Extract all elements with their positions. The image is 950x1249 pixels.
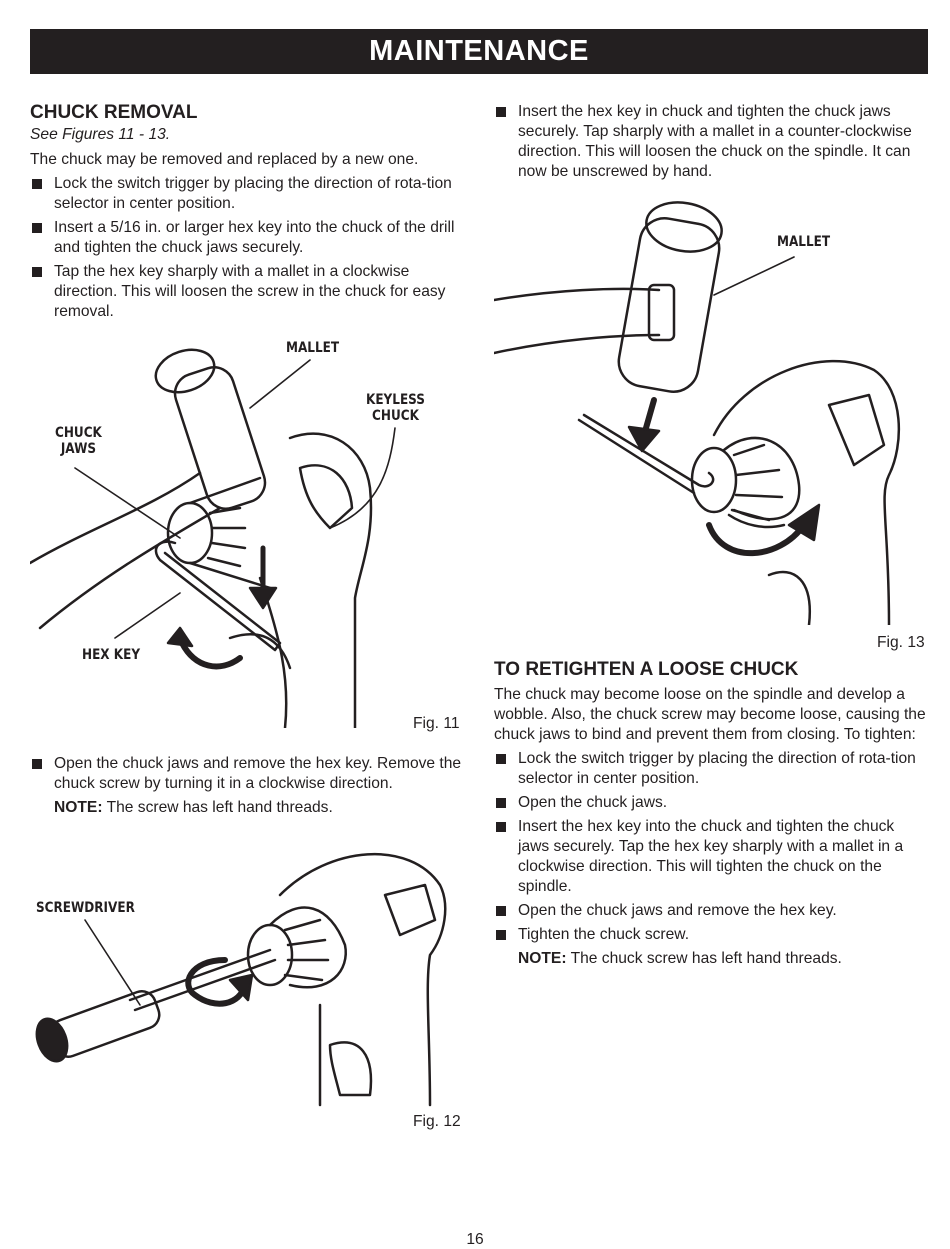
note: NOTE: The screw has left hand threads. <box>30 798 470 818</box>
section-title: MAINTENANCE <box>369 35 589 67</box>
list-item: Open the chuck jaws and remove the hex k… <box>30 754 470 794</box>
bullet-icon <box>496 906 506 916</box>
callout-hex-key: HEX KEY <box>82 647 141 663</box>
list-item: Insert the hex key in chuck and tighten … <box>494 102 928 182</box>
fig13-illustration <box>494 201 901 625</box>
step-text: Tap the hex key sharply with a mallet in… <box>54 263 446 320</box>
fig11-caption: Fig. 11 <box>413 715 460 732</box>
bullet-icon <box>32 759 42 769</box>
retighten-intro: The chuck may become loose on the spindl… <box>494 686 926 743</box>
bullet-icon <box>496 754 506 764</box>
note-label: NOTE: <box>518 950 567 967</box>
callout-keyless-chuck: KEYLESS CHUCK <box>366 392 425 424</box>
bullet-icon <box>32 267 42 277</box>
step-text: Open the chuck jaws. <box>518 794 668 811</box>
bullet-icon <box>32 223 42 233</box>
step-text: Open the chuck jaws and remove the hex k… <box>518 902 837 919</box>
list-item: Tap the hex key sharply with a mallet in… <box>30 262 470 322</box>
bullet-icon <box>32 179 42 189</box>
note-text: The chuck screw has left hand threads. <box>570 950 842 967</box>
fig12-caption: Fig. 12 <box>413 1113 461 1130</box>
step-text: Lock the switch trigger by placing the d… <box>518 750 916 787</box>
list-item: Open the chuck jaws. <box>494 793 928 813</box>
chuck-removal-right: Insert the hex key in chuck and tighten … <box>494 98 928 182</box>
list-item: Lock the switch trigger by placing the d… <box>30 174 470 214</box>
fig12-illustration <box>35 852 447 1107</box>
callout-chuck-jaws: CHUCK JAWS <box>55 425 102 457</box>
list-item: Insert the hex key into the chuck and ti… <box>494 817 928 897</box>
list-item: Insert a 5/16 in. or larger hex key into… <box>30 218 470 258</box>
list-item: Tighten the chuck screw. <box>494 925 928 945</box>
callout-mallet-fig13: MALLET <box>777 234 831 250</box>
bullet-icon <box>496 930 506 940</box>
retighten-section: TO RETIGHTEN A LOOSE CHUCK The chuck may… <box>494 658 928 969</box>
step-text: Insert a 5/16 in. or larger hex key into… <box>54 219 455 256</box>
step-text: Tighten the chuck screw. <box>518 926 690 943</box>
page-number: 16 <box>466 1231 484 1248</box>
retighten-heading: TO RETIGHTEN A LOOSE CHUCK <box>494 659 799 680</box>
chuck-removal-intro: The chuck may be removed and replaced by… <box>30 151 419 168</box>
step-text: Lock the switch trigger by placing the d… <box>54 175 452 212</box>
note: NOTE: The chuck screw has left hand thre… <box>494 949 928 969</box>
fig13-caption: Fig. 13 <box>877 634 925 651</box>
bullet-icon <box>496 107 506 117</box>
callout-screwdriver: SCREWDRIVER <box>36 900 135 916</box>
section-banner: MAINTENANCE <box>30 29 928 74</box>
list-item: Lock the switch trigger by placing the d… <box>494 749 928 789</box>
bullet-icon <box>496 798 506 808</box>
step-text: Open the chuck jaws and remove the hex k… <box>54 755 462 792</box>
step-text: Insert the hex key into the chuck and ti… <box>518 818 904 895</box>
step-text: Insert the hex key in chuck and tighten … <box>518 103 912 180</box>
note-text: The screw has left hand threads. <box>106 799 333 816</box>
chuck-removal-continued: Open the chuck jaws and remove the hex k… <box>30 750 470 818</box>
list-item: Open the chuck jaws and remove the hex k… <box>494 901 928 921</box>
note-label: NOTE: <box>54 799 103 816</box>
chuck-removal-section: CHUCK REMOVAL See Figures 11 - 13. The c… <box>30 101 470 322</box>
bullet-icon <box>496 822 506 832</box>
fig11-illustration <box>30 348 396 728</box>
chuck-removal-heading: CHUCK REMOVAL <box>30 102 198 123</box>
callout-mallet: MALLET <box>286 340 340 356</box>
see-figures-ref: See Figures 11 - 13. <box>30 126 171 143</box>
